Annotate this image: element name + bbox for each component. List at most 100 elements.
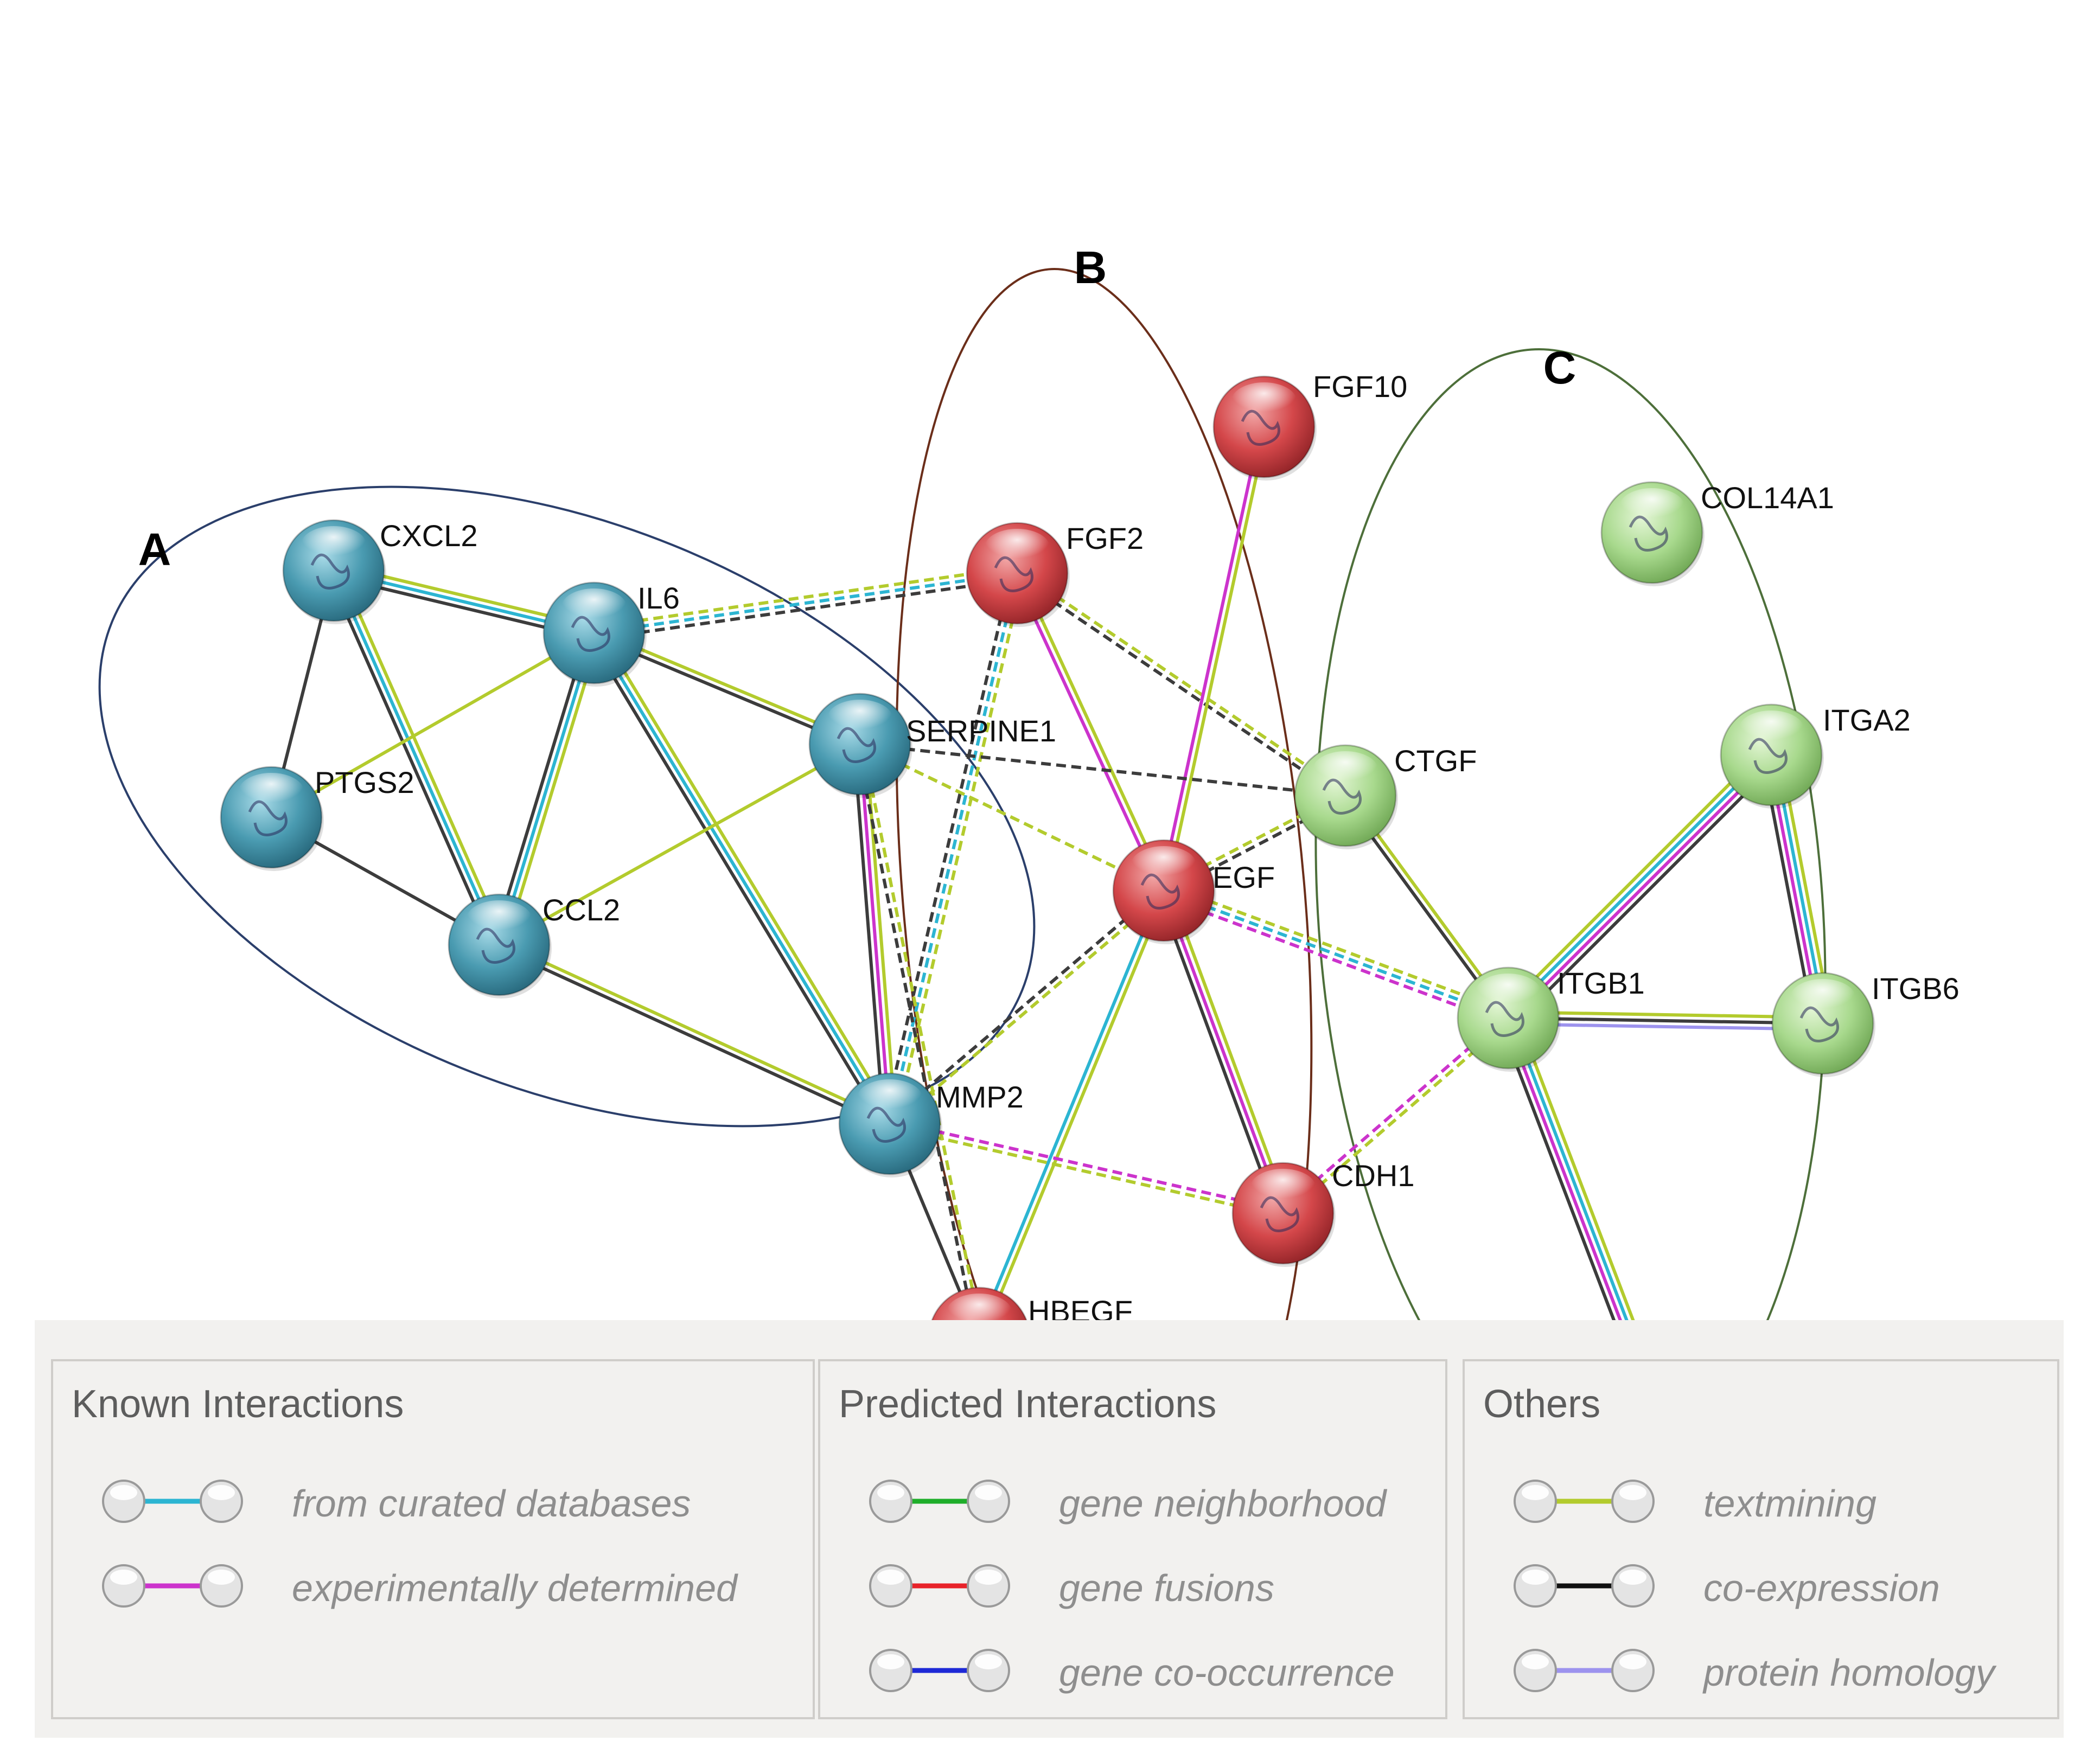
legend-sample-fusions: [869, 1564, 1010, 1608]
edge-FGF2-MMP2-coexpression: [882, 571, 1013, 1123]
edge-ITGB1-FGA-experimental: [1504, 1018, 1643, 1375]
edge-FGF2-CTGF-textmining: [1018, 569, 1348, 795]
edge-CCL2-MMP2-textmining: [500, 940, 892, 1123]
edge-MMP2-CDH1-textmining: [889, 1125, 1283, 1218]
edge-IL6-FGF2-coexpression: [595, 577, 1018, 641]
edge-ITGB1-ITGB6-textmining: [1508, 1010, 1823, 1020]
node-CCL2-label: CCL2: [542, 893, 620, 927]
edge-CXCL2-CCL2-curated: [332, 569, 501, 946]
edge-IL6-CCL2-coexpression: [492, 630, 590, 944]
edge-IL6-FGF2-curated: [593, 572, 1018, 635]
edge-SERPINE1-HBEGF-textmining: [861, 743, 984, 1338]
node-PTGS2-label: PTGS2: [315, 765, 414, 799]
edge-IL6-MMP2-curated: [592, 632, 891, 1125]
edge-ITGB1-ITGA2-coexpression: [1513, 760, 1779, 1026]
node-CTGF[interactable]: [1294, 744, 1398, 849]
node-FGF2[interactable]: [966, 522, 1070, 627]
edge-SERPINE1-MMP2-coexpression: [852, 744, 886, 1125]
edge-FGF10-EGF-textmining: [1165, 427, 1269, 892]
legend-item-curated: from curated databases: [97, 1474, 856, 1528]
edge-ITGB1-ITGA2-textmining: [1501, 747, 1766, 1013]
legend-item-experimental: experimentally determined: [97, 1559, 856, 1613]
edge-FGF2-MMP2-textmining: [893, 574, 1025, 1126]
node-SERPINE1[interactable]: [808, 693, 912, 798]
legend-label-textmining: textmining: [1703, 1482, 1877, 1525]
edge-IL6-CCL2-curated: [497, 632, 596, 945]
legend-item-fusions: gene fusions: [864, 1559, 1489, 1613]
edge-FGF2-MMP2-curated: [888, 573, 1019, 1124]
legend-label-fusions: gene fusions: [1059, 1567, 1274, 1609]
node-FGF2-label: FGF2: [1066, 521, 1144, 555]
node-COL14A1[interactable]: [1600, 481, 1705, 586]
edge-SERPINE1-MMP2-experimental: [858, 744, 891, 1124]
edge-EGF-MMP2-textmining: [890, 891, 1167, 1128]
edge-CXCL2-CCL2-coexpression: [327, 572, 495, 948]
node-ITGB6[interactable]: [1771, 972, 1875, 1077]
legend-sample-experimental: [102, 1564, 243, 1608]
legend-predicted-box: Predicted Interactions gene neighborhood…: [818, 1359, 1447, 1719]
node-IL6[interactable]: [542, 581, 647, 687]
edge-CXCL2-CCL2-textmining: [337, 567, 506, 943]
edge-CCL2-MMP2-coexpression: [497, 946, 889, 1128]
edge-ITGB1-FGA-textmining: [1515, 1014, 1654, 1371]
edge-EGF-HBEGF-curated: [975, 888, 1163, 1338]
legend-known-title: Known Interactions: [72, 1382, 404, 1426]
node-SERPINE1-label: SERPINE1: [906, 714, 1056, 748]
edge-EGF-CDH1-coexpression: [1156, 892, 1279, 1216]
node-EGF[interactable]: [1112, 839, 1216, 944]
node-ITGB1-label: ITGB1: [1557, 966, 1645, 1000]
edge-SERPINE1-HBEGF-coexpression: [855, 744, 978, 1339]
legend-sample-coexpression: [1514, 1564, 1655, 1608]
edge-IL6-MMP2-coexpression: [588, 635, 886, 1128]
legend-label-cooccurrence: gene co-occurrence: [1059, 1651, 1395, 1694]
edge-IL6-PTGS2-textmining: [270, 631, 595, 819]
edge-ITGB1-FGA-coexpression: [1498, 1020, 1637, 1377]
edge-CCL2-SERPINE1-textmining: [498, 742, 861, 946]
legend-item-homology: protein homology: [1508, 1643, 2100, 1698]
edge-ITGB1-ITGA2-curated: [1504, 751, 1771, 1017]
legend-sample-curated: [102, 1480, 243, 1523]
cluster-C-label: C: [1543, 342, 1576, 393]
edge-EGF-ITGB1-textmining: [1165, 883, 1511, 1014]
edge-FGF10-EGF-experimental: [1159, 426, 1263, 891]
node-CDH1-label: CDH1: [1332, 1158, 1414, 1193]
legend-label-coexpression: co-expression: [1703, 1567, 1940, 1609]
node-PTGS2[interactable]: [220, 766, 324, 871]
node-CXCL2[interactable]: [282, 519, 386, 624]
node-CXCL2-label: CXCL2: [380, 518, 478, 553]
edge-ITGB1-ITGB6-homology: [1508, 1022, 1823, 1031]
node-CDH1[interactable]: [1231, 1162, 1336, 1267]
edge-ITGB1-ITGA2-experimental: [1509, 756, 1775, 1022]
edge-EGF-ITGB1-curated: [1163, 889, 1509, 1020]
cluster-A-label: A: [138, 524, 171, 575]
legend-panel: Known Interactions from curated database…: [35, 1320, 2064, 1738]
legend-known-box: Known Interactions from curated database…: [51, 1359, 815, 1719]
node-ITGB6-label: ITGB6: [1872, 971, 1959, 1006]
legend-label-experimental: experimentally determined: [292, 1567, 737, 1609]
node-FGF10[interactable]: [1212, 375, 1317, 481]
cluster-B-label: B: [1074, 242, 1107, 293]
node-ITGA2[interactable]: [1720, 703, 1824, 809]
edge-IL6-MMP2-textmining: [597, 629, 896, 1122]
edge-IL6-CCL2-textmining: [503, 634, 602, 948]
node-CTGF-label: CTGF: [1394, 744, 1477, 778]
edge-SERPINE1-EGF-textmining: [859, 742, 1165, 892]
node-CCL2[interactable]: [448, 893, 552, 998]
legend-label-homology: protein homology: [1703, 1651, 1995, 1694]
node-MMP2[interactable]: [838, 1072, 942, 1177]
legend-item-cooccurrence: gene co-occurrence: [864, 1643, 1489, 1698]
legend-label-neighborhood: gene neighborhood: [1059, 1482, 1387, 1525]
node-ITGB1[interactable]: [1457, 966, 1561, 1072]
legend-item-neighborhood: gene neighborhood: [864, 1474, 1489, 1528]
legend-others-title: Others: [1483, 1382, 1601, 1426]
legend-sample-textmining: [1514, 1480, 1655, 1523]
node-COL14A1-label: COL14A1: [1701, 481, 1834, 515]
edge-EGF-ITGB1-experimental: [1161, 894, 1507, 1026]
legend-label-curated: from curated databases: [292, 1482, 691, 1525]
legend-sample-neighborhood: [869, 1480, 1010, 1523]
edge-MMP2-CDH1-experimental: [890, 1119, 1284, 1212]
legend-predicted-title: Predicted Interactions: [839, 1382, 1217, 1426]
edge-ITGB1-FGA-curated: [1509, 1016, 1648, 1373]
edge-ITGB1-ITGB6-coexpression: [1508, 1016, 1823, 1025]
legend-sample-cooccurrence: [869, 1649, 1010, 1692]
